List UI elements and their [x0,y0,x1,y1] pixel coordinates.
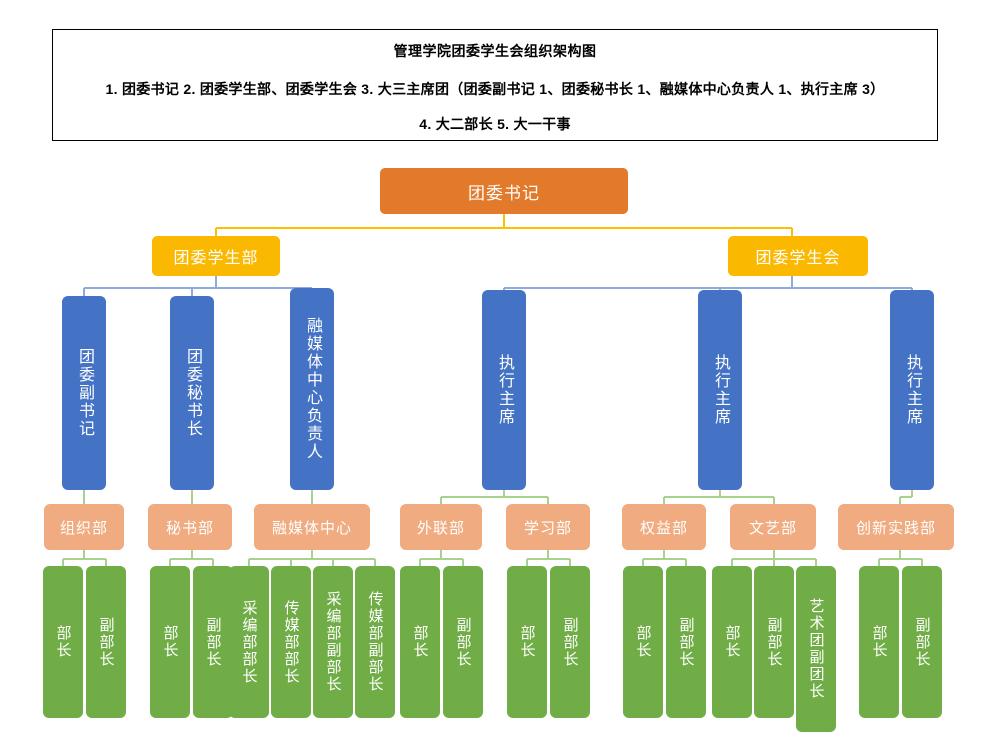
leaf-rights-deputy-head[interactable]: 副部长 [666,566,706,718]
node-label: 部长 [161,625,179,659]
node-label: 部长 [634,625,652,659]
node-label: 部长 [723,625,741,659]
node-label: 副部长 [454,616,472,668]
leaf-study-head[interactable]: 部长 [507,566,547,718]
leaf-external-relations-deputy-head[interactable]: 副部长 [443,566,483,718]
leaf-innovation-deputy-head[interactable]: 副部长 [902,566,942,718]
node-label: 副部长 [97,616,115,668]
node-label: 部长 [518,625,536,659]
dept-organization[interactable]: 组织部 [44,504,124,550]
leaf-editing-dept-head[interactable]: 采编部部长 [229,566,269,718]
leaf-rights-head[interactable]: 部长 [623,566,663,718]
node-label: 执行主席 [904,354,921,426]
chart-title: 管理学院团委学生会组织架构图 [393,43,597,59]
leaf-secretariat-deputy-head[interactable]: 副部长 [193,566,233,718]
node-label: 融媒体中心负责人 [304,317,321,461]
leaf-organization-head[interactable]: 部长 [43,566,83,718]
node-label: 副部长 [204,616,222,668]
leaf-study-deputy-head[interactable]: 副部长 [550,566,590,718]
legend-line-1: 1. 团委书记 2. 团委学生部、团委学生会 3. 大三主席团（团委副书记 1、… [105,81,885,97]
node-deputy-secretary[interactable]: 团委副书记 [62,296,106,490]
dept-secretariat[interactable]: 秘书部 [148,504,232,550]
node-label: 团委副书记 [76,348,93,438]
leaf-media-dept-head[interactable]: 传媒部部长 [271,566,311,718]
legend-line-2: 4. 大二部长 5. 大一干事 [419,116,571,132]
dept-arts[interactable]: 文艺部 [730,504,816,550]
node-label: 采编部部长 [240,599,258,685]
node-label: 副部长 [913,616,931,668]
node-label: 艺术团副团长 [807,598,825,700]
leaf-art-troupe-deputy-leader[interactable]: 艺术团副团长 [796,566,836,732]
node-root-secretary[interactable]: 团委书记 [380,168,628,214]
dept-study[interactable]: 学习部 [506,504,590,550]
node-label: 执行主席 [496,354,513,426]
node-label: 传媒部部长 [282,599,300,685]
node-media-center-head[interactable]: 融媒体中心负责人 [290,288,334,490]
legend-box: 管理学院团委学生会组织架构图 1. 团委书记 2. 团委学生部、团委学生会 3.… [52,29,938,141]
node-label: 部长 [411,625,429,659]
node-label: 部长 [54,625,72,659]
node-secretary-general[interactable]: 团委秘书长 [170,296,214,490]
leaf-arts-head[interactable]: 部长 [712,566,752,718]
node-youth-league-student-union[interactable]: 团委学生会 [728,236,868,276]
node-executive-chair-3[interactable]: 执行主席 [890,290,934,490]
dept-rights[interactable]: 权益部 [622,504,706,550]
node-label: 副部长 [561,616,579,668]
leaf-arts-deputy-head[interactable]: 副部长 [754,566,794,718]
node-label: 副部长 [677,616,695,668]
leaf-media-dept-deputy-head[interactable]: 传媒部副部长 [355,566,395,718]
node-label: 团委秘书长 [184,348,201,438]
leaf-external-relations-head[interactable]: 部长 [400,566,440,718]
node-label: 传媒部副部长 [366,591,384,693]
node-label: 副部长 [765,616,783,668]
node-executive-chair-2[interactable]: 执行主席 [698,290,742,490]
node-youth-league-student-dept[interactable]: 团委学生部 [152,236,280,276]
dept-media-center[interactable]: 融媒体中心 [254,504,370,550]
node-executive-chair-1[interactable]: 执行主席 [482,290,526,490]
dept-innovation-practice[interactable]: 创新实践部 [838,504,954,550]
node-label: 采编部副部长 [324,591,342,693]
leaf-innovation-head[interactable]: 部长 [859,566,899,718]
node-label: 执行主席 [712,354,729,426]
leaf-organization-deputy-head[interactable]: 副部长 [86,566,126,718]
leaf-editing-dept-deputy-head[interactable]: 采编部副部长 [313,566,353,718]
node-label: 部长 [870,625,888,659]
dept-external-relations[interactable]: 外联部 [400,504,482,550]
leaf-secretariat-head[interactable]: 部长 [150,566,190,718]
